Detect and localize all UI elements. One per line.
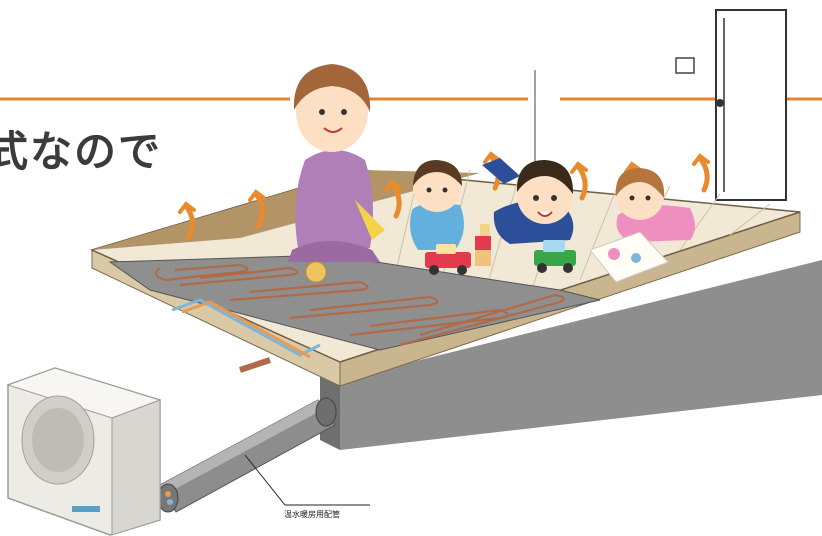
outdoor-unit-logo: [72, 506, 100, 512]
headline-text: 式なので: [0, 118, 162, 179]
yarn-ball: [306, 262, 326, 282]
mother-figure: [288, 64, 385, 262]
door: [716, 10, 786, 200]
pipe-label: 温水暖房用配管: [284, 509, 340, 520]
pipe: [158, 398, 336, 512]
light-switch: [676, 58, 694, 73]
outdoor-unit: [8, 368, 160, 535]
